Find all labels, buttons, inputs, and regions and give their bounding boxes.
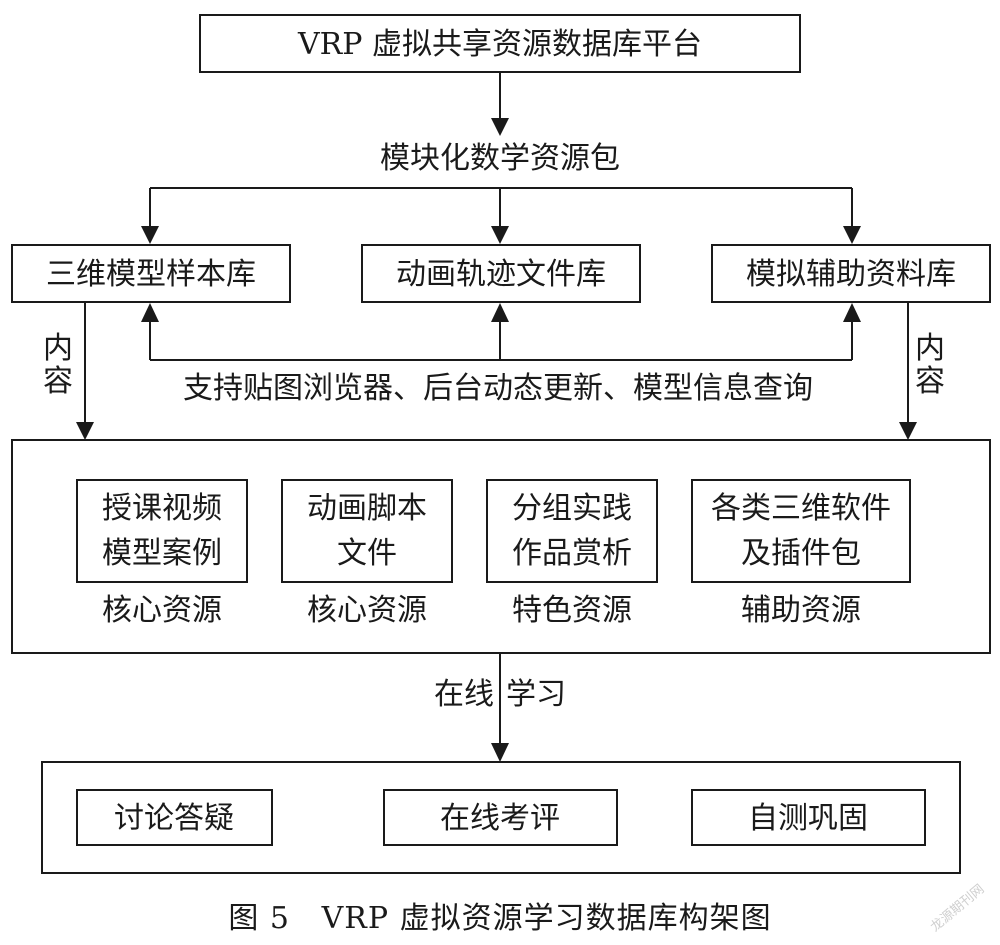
package-label: 模块化数学资源包 — [380, 141, 620, 176]
resource-video-cases: 授课视频 模型案例 核心资源 — [76, 479, 248, 628]
arrowhead — [141, 226, 159, 244]
library-label: 模拟辅助资料库 — [746, 257, 956, 292]
resource-category: 辅助资源 — [741, 593, 861, 628]
resource-text: 分组实践 — [512, 491, 632, 526]
content-label: 内 — [915, 331, 945, 366]
platform-title: VRP 虚拟共享资源数据库平台 — [297, 27, 702, 62]
resource-text: 各类三维软件 — [711, 491, 891, 526]
arrowhead — [843, 226, 861, 244]
arrowhead — [141, 303, 159, 322]
library-label: 三维模型样本库 — [46, 257, 256, 292]
resource-category: 核心资源 — [102, 593, 222, 628]
resource-text: 动画脚本 — [307, 491, 427, 526]
content-label: 内 — [43, 331, 73, 366]
resource-category: 核心资源 — [307, 593, 427, 628]
arrowhead — [491, 303, 509, 322]
library-label: 动画轨迹文件库 — [396, 257, 606, 292]
arrowhead — [843, 303, 861, 322]
resource-text: 及插件包 — [741, 536, 861, 571]
activity-label: 在线考评 — [440, 801, 560, 836]
arrowhead — [899, 422, 917, 440]
content-label: 容 — [43, 364, 73, 399]
arrowhead — [491, 118, 509, 136]
activity-self-test: 自测巩固 — [691, 789, 926, 846]
support-label: 支持贴图浏览器、后台动态更新、模型信息查询 — [183, 371, 813, 406]
library-animation: 动画轨迹文件库 — [361, 244, 641, 303]
content-label: 容 — [915, 364, 945, 399]
arrowhead — [491, 743, 509, 762]
activity-online-assessment: 在线考评 — [383, 789, 618, 846]
arrowhead — [491, 226, 509, 244]
activity-label: 讨论答疑 — [114, 801, 234, 836]
resource-category: 特色资源 — [512, 593, 632, 628]
arrowhead — [76, 422, 94, 440]
figure-caption: 图 5 VRP 虚拟资源学习数据库构架图 — [228, 901, 771, 936]
activity-discussion: 讨论答疑 — [76, 789, 273, 846]
resource-text: 文件 — [337, 536, 397, 571]
library-3d-models: 三维模型样本库 — [11, 244, 291, 303]
resource-text: 模型案例 — [102, 536, 222, 571]
resource-text: 作品赏析 — [512, 536, 632, 571]
watermark: 龙源期刊网 — [928, 882, 987, 935]
library-simulation: 模拟辅助资料库 — [711, 244, 991, 303]
online-label: 学习 — [506, 677, 566, 712]
activity-label: 自测巩固 — [748, 801, 868, 836]
resource-software-plugins: 各类三维软件 及插件包 辅助资源 — [691, 479, 911, 628]
platform-node: VRP 虚拟共享资源数据库平台 — [199, 14, 801, 73]
resource-text: 授课视频 — [102, 491, 222, 526]
resource-group-practice: 分组实践 作品赏析 特色资源 — [486, 479, 658, 628]
resource-animation-scripts: 动画脚本 文件 核心资源 — [281, 479, 453, 628]
online-label: 在线 — [434, 677, 494, 712]
